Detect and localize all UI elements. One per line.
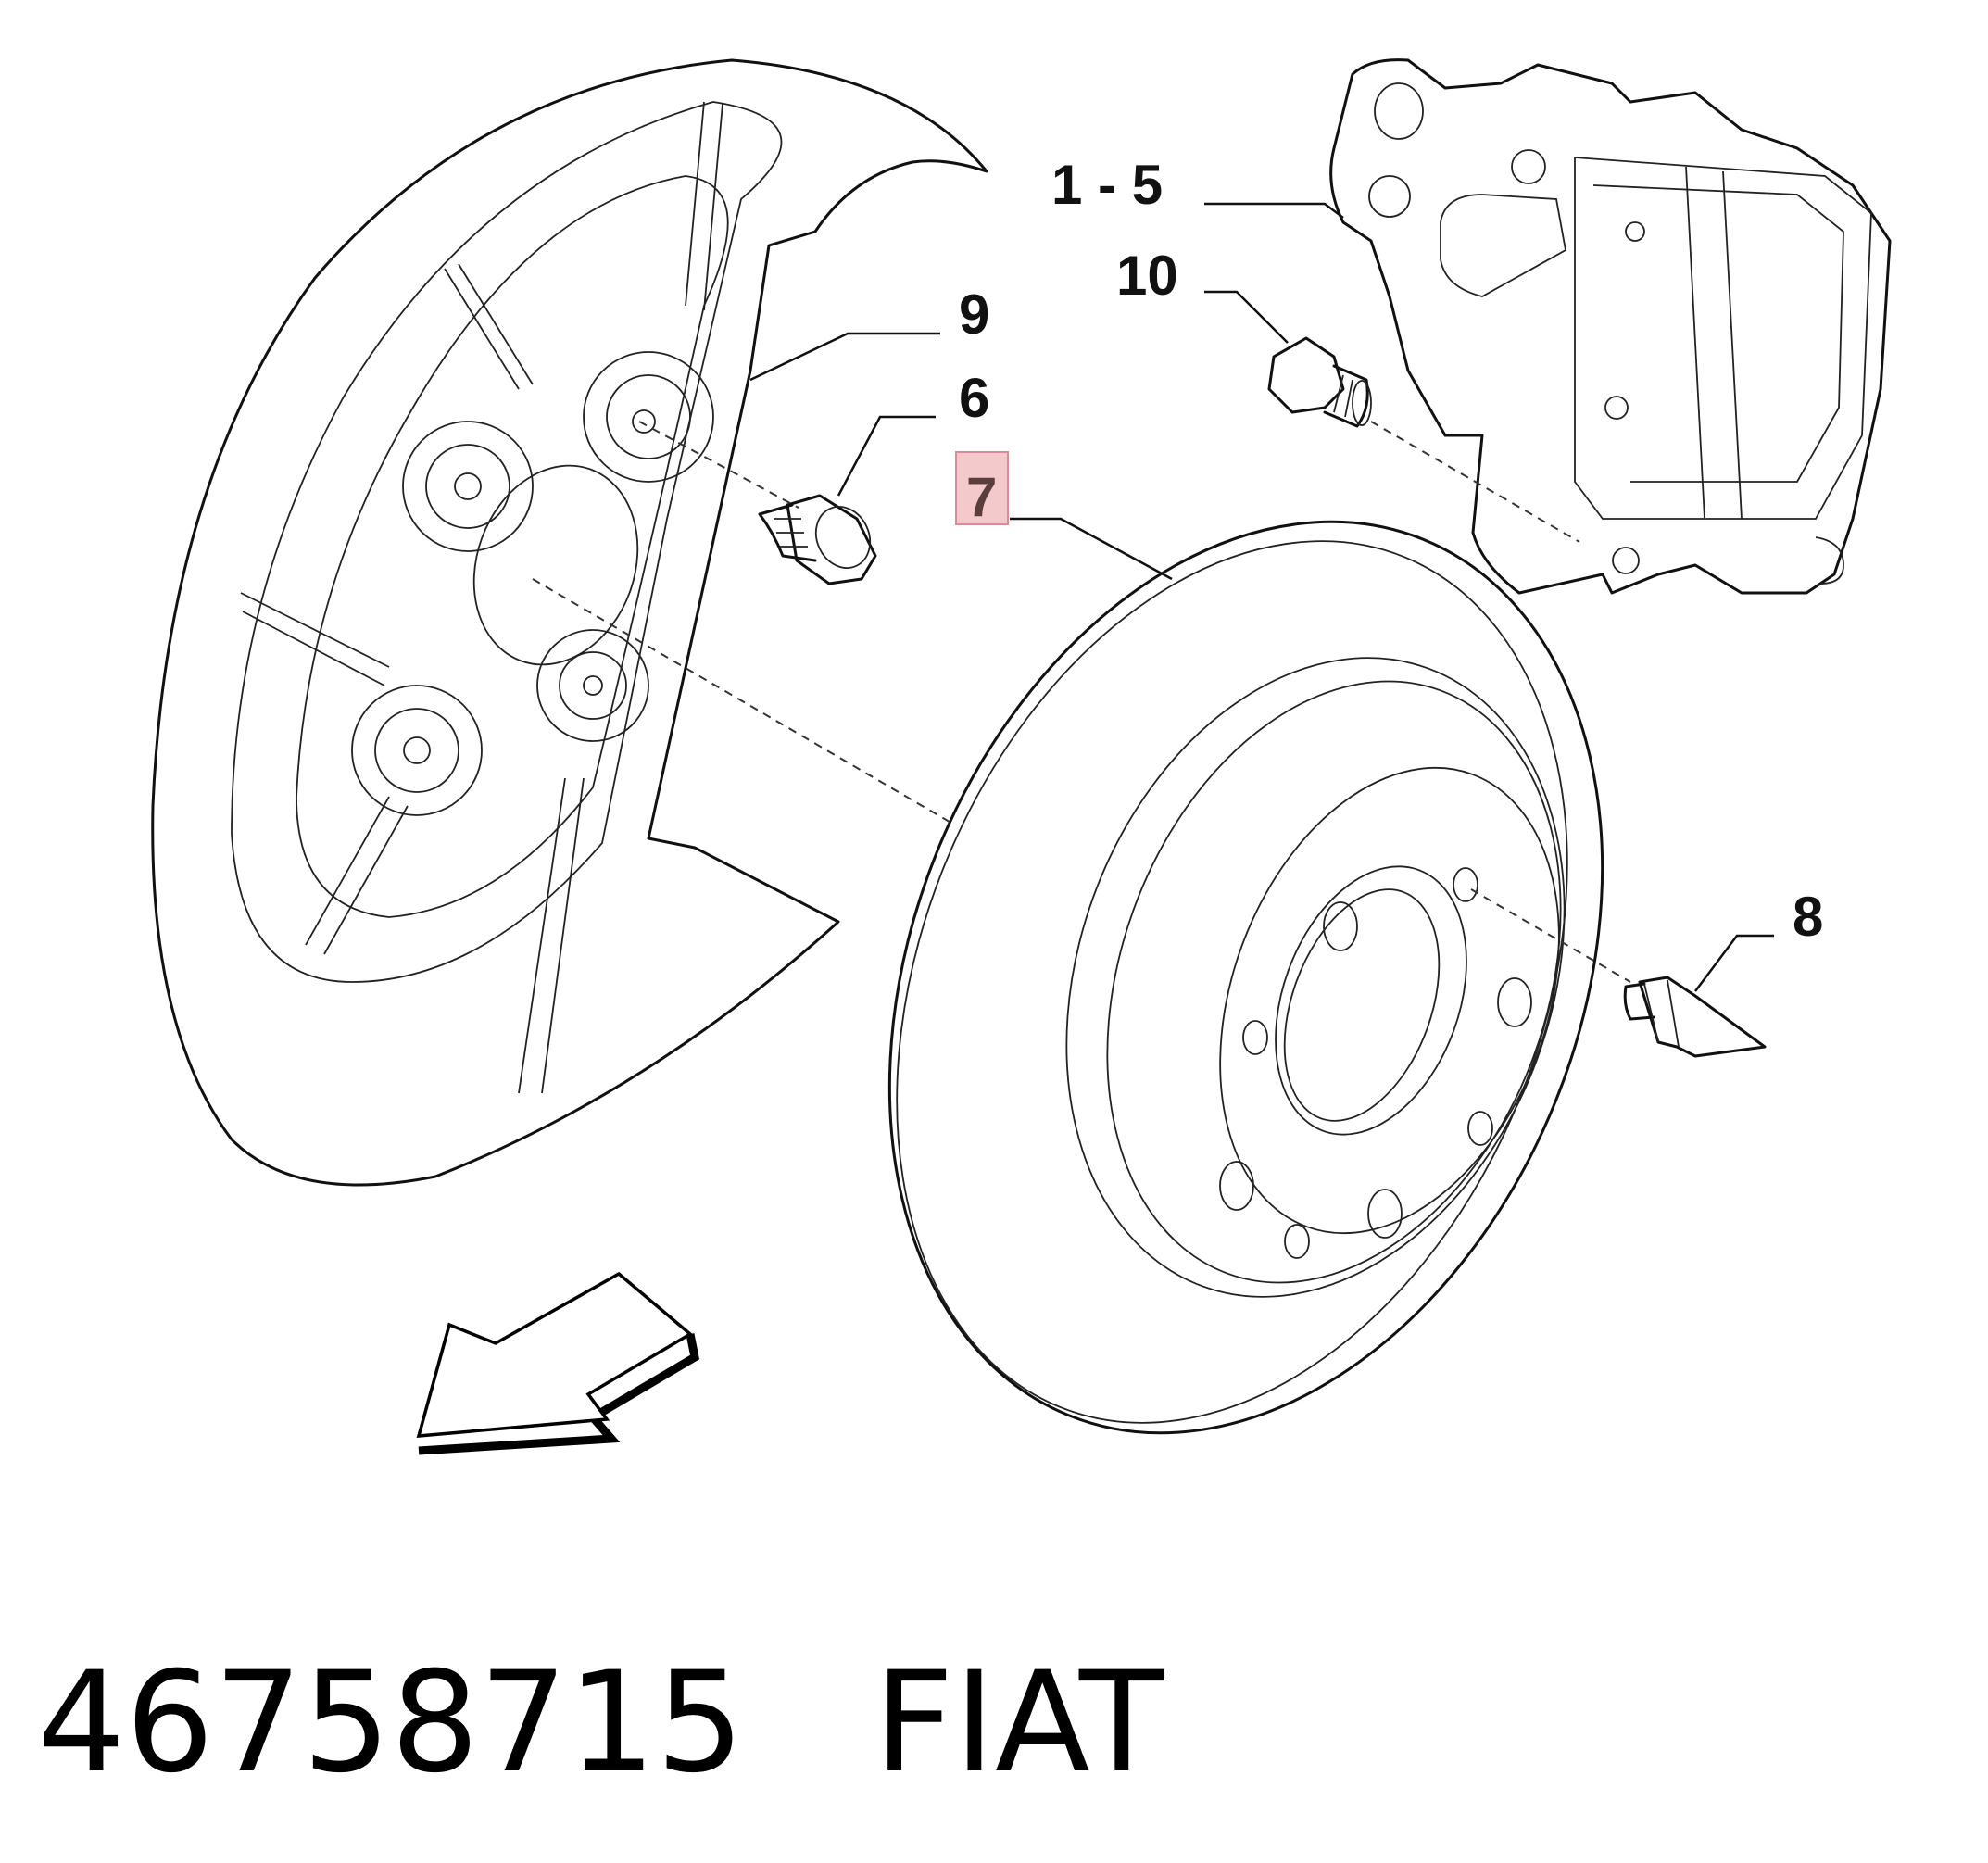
screw-8 bbox=[1623, 976, 1767, 1058]
brand-name: FIAT bbox=[874, 1643, 1164, 1804]
brake-disc bbox=[887, 520, 1604, 1435]
leader-screw-8 bbox=[1694, 934, 1774, 992]
callout-caliper: 1 - 5 bbox=[1051, 154, 1163, 216]
axis-disc-screw8 bbox=[1470, 888, 1631, 983]
leader-shield bbox=[749, 332, 940, 382]
leader-disc bbox=[1010, 517, 1173, 581]
dust-shield bbox=[151, 58, 988, 1187]
bolt-6 bbox=[758, 494, 877, 585]
direction-arrow bbox=[416, 1271, 700, 1455]
axis-shield-disc bbox=[532, 578, 955, 825]
exploded-brake-diagram: 1 - 5 10 9 6 7 8 bbox=[151, 58, 1892, 1455]
leader-caliper bbox=[1204, 202, 1344, 219]
leader-bolt-10 bbox=[1204, 290, 1289, 344]
callout-shield: 9 bbox=[959, 283, 989, 346]
highlight-box-disc bbox=[955, 451, 1009, 525]
callout-bolt-6: 6 bbox=[959, 367, 989, 429]
callout-disc: 7 bbox=[966, 466, 997, 528]
leader-bolt-6 bbox=[837, 415, 936, 497]
bolt-10 bbox=[1267, 336, 1372, 428]
callout-bolt-10: 10 bbox=[1116, 245, 1178, 307]
brake-caliper bbox=[1329, 58, 1892, 595]
part-caption: 46758715 FIAT bbox=[37, 1640, 1964, 1806]
axis-bolt10-caliper bbox=[1370, 421, 1580, 543]
callout-screw-8: 8 bbox=[1793, 886, 1823, 948]
part-number: 46758715 bbox=[37, 1643, 745, 1804]
axis-bolt6-shield bbox=[638, 421, 799, 509]
